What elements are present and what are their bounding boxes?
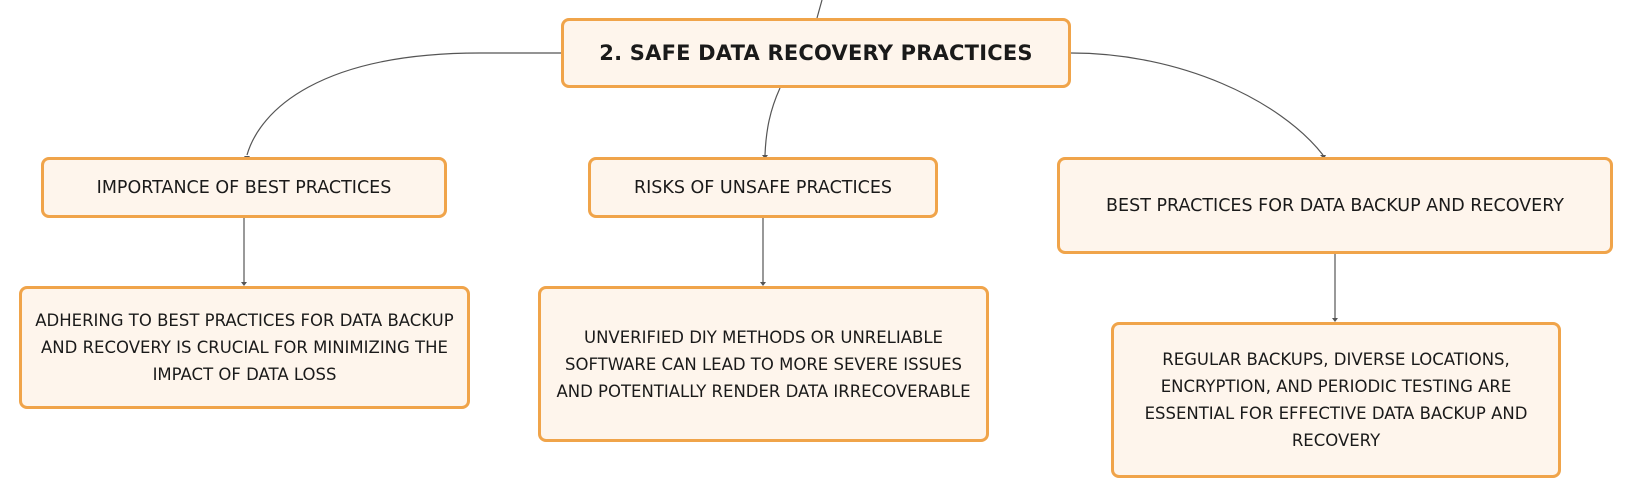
topic-node-label: BEST PRACTICES FOR DATA BACKUP AND RECOV… [1106, 195, 1564, 216]
topic-node-label: RISKS OF UNSAFE PRACTICES [633, 177, 893, 198]
connector-from-parent [816, 0, 823, 19]
detail-node-text: UNVERIFIED DIY METHODS OR UNRELIABLE SOF… [556, 327, 971, 401]
root-node[interactable]: 2. SAFE DATA RECOVERY PRACTICES [561, 18, 1071, 88]
detail-node-importance[interactable]: ADHERING TO BEST PRACTICES FOR DATA BACK… [19, 286, 470, 409]
detail-node-risks[interactable]: UNVERIFIED DIY METHODS OR UNRELIABLE SOF… [538, 286, 989, 442]
topic-node-importance[interactable]: IMPORTANCE OF BEST PRACTICES [41, 157, 447, 218]
topic-node-label: IMPORTANCE OF BEST PRACTICES [96, 177, 392, 198]
topic-node-backup[interactable]: BEST PRACTICES FOR DATA BACKUP AND RECOV… [1057, 157, 1613, 254]
detail-node-backup[interactable]: REGULAR BACKUPS, DIVERSE LOCATIONS, ENCR… [1111, 322, 1561, 478]
root-node-label: 2. SAFE DATA RECOVERY PRACTICES [599, 41, 1033, 65]
connector-root-to-risks [764, 87, 781, 156]
detail-node-text: ADHERING TO BEST PRACTICES FOR DATA BACK… [35, 311, 454, 384]
detail-node-text: REGULAR BACKUPS, DIVERSE LOCATIONS, ENCR… [1144, 350, 1528, 450]
topic-node-risks[interactable]: RISKS OF UNSAFE PRACTICES [588, 157, 938, 218]
connector-root-to-importance [246, 52, 561, 156]
connector-root-to-backup [1070, 52, 1324, 156]
